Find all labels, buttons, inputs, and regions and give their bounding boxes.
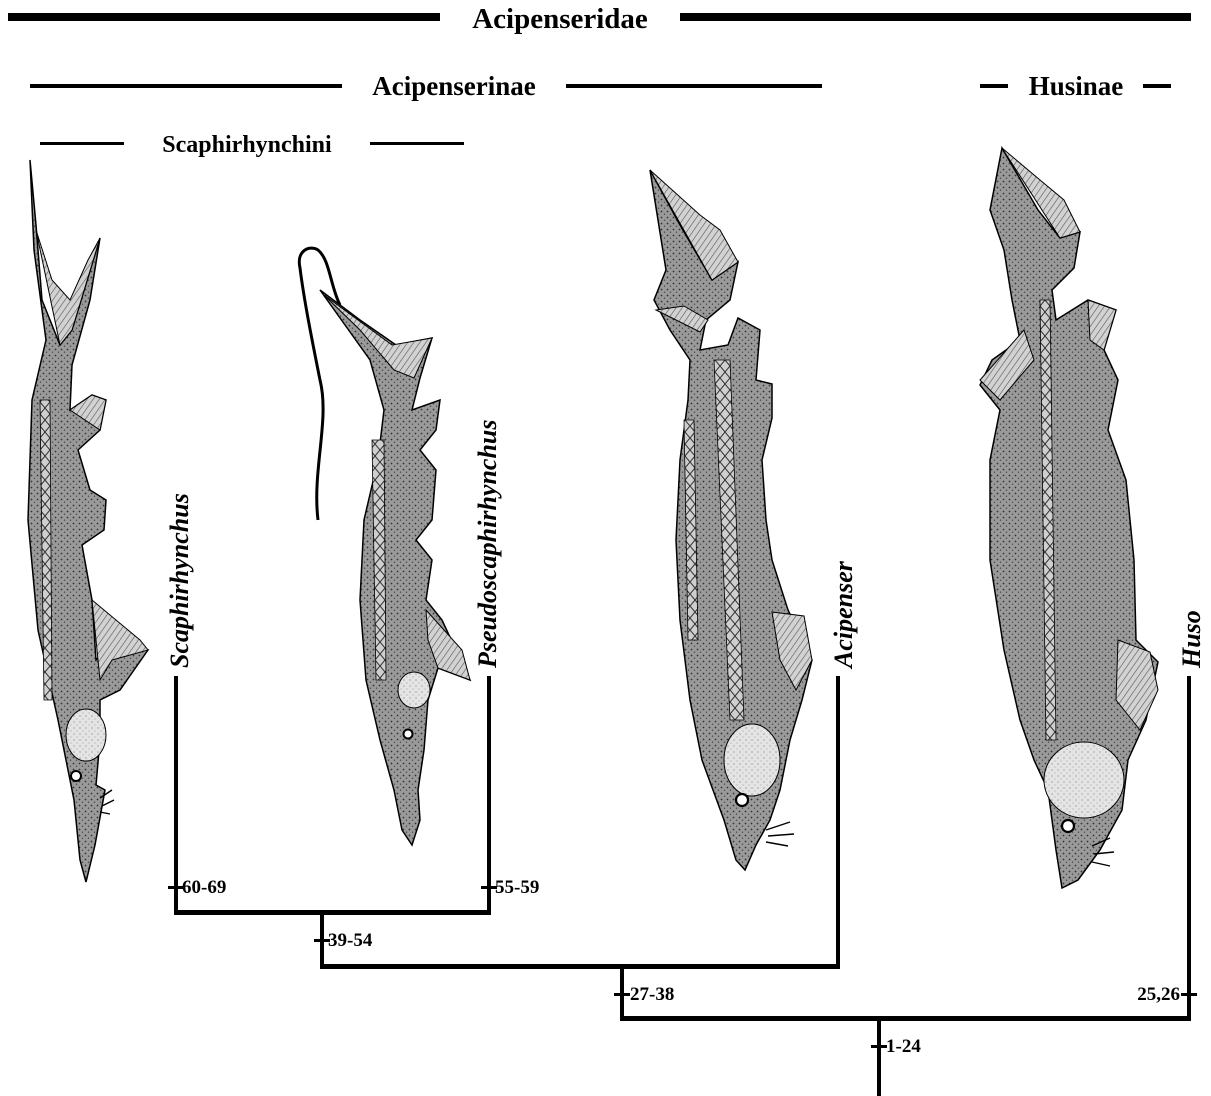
branch-scaphirhynchus — [174, 676, 178, 914]
pseudoscaphirhynchus-tail-filament — [299, 248, 340, 520]
huso-sturgeon-illustration — [980, 148, 1158, 888]
branch-root-join — [620, 1016, 1191, 1021]
pseudoscaphirhynchus-sturgeon-illustration — [299, 248, 470, 845]
subfamily-husinae-left-bar — [980, 84, 1008, 88]
genus-label-scaphirhynchus: Scaphirhynchus — [165, 493, 194, 668]
subfamily-husinae-right-bar — [1143, 84, 1171, 88]
branch-root-stem — [877, 1019, 881, 1096]
subfamily-acipenserinae-bracket: Acipenserinae — [30, 71, 822, 101]
scaphirhynchus-scutes — [40, 400, 52, 700]
node-label-25-26: 25,26 — [1137, 984, 1180, 1005]
node-label-39-54: 39-54 — [328, 930, 373, 951]
family-bracket-left-bar — [8, 13, 440, 21]
subfamily-acipenserinae-right-bar — [566, 84, 822, 88]
huso-eye — [1062, 820, 1074, 832]
acipenser-sturgeon-illustration — [650, 170, 812, 870]
node-label-55-59: 55-59 — [495, 877, 539, 898]
tribe-scaphirhynchini-bracket: Scaphirhynchini — [40, 132, 464, 158]
tribe-label: Scaphirhynchini — [162, 132, 332, 158]
genus-label-huso: Huso — [1177, 610, 1206, 669]
pseudoscaphirhynchus-eye — [404, 730, 413, 739]
subfamily-acipenserinae-label: Acipenserinae — [372, 71, 535, 101]
node-tick-27-38 — [614, 993, 630, 996]
genus-label-pseudoscaphirhynchus: Pseudoscaphirhynchus — [473, 420, 502, 670]
genus-label-acipenser: Acipenser — [829, 560, 858, 670]
subfamily-acipenserinae-left-bar — [30, 84, 342, 88]
node-tick-25-26 — [1181, 993, 1197, 996]
node-label-60-69: 60-69 — [182, 877, 226, 898]
branch-acipenserinae-join — [320, 964, 840, 969]
branch-huso — [1187, 676, 1191, 1019]
subfamily-husinae-label: Husinae — [1029, 71, 1124, 101]
scaphirhynchus-sturgeon-illustration — [28, 160, 148, 882]
node-tick-1-24 — [871, 1045, 887, 1048]
scaphirhynchus-head-plate — [66, 709, 106, 761]
family-bracket-right-bar — [680, 13, 1191, 21]
branch-pseudoscaphirhynchus — [487, 676, 491, 914]
branch-scaphirhynchini-join — [174, 910, 491, 915]
branch-acipenser — [836, 676, 840, 968]
acipenser-barbels — [766, 822, 794, 846]
tribe-right-bar — [370, 142, 464, 145]
acipenser-eye — [736, 794, 748, 806]
tribe-left-bar — [40, 142, 124, 145]
pseudoscaphirhynchus-body — [320, 290, 470, 845]
scaphirhynchus-eye — [71, 771, 81, 781]
family-label: Acipenseridae — [472, 3, 648, 35]
node-label-27-38: 27-38 — [630, 984, 674, 1005]
node-label-1-24: 1-24 — [886, 1036, 921, 1057]
family-bracket: Acipenseridae — [8, 3, 1191, 35]
huso-head-plate — [1044, 742, 1124, 818]
subfamily-husinae-bracket: Husinae — [980, 71, 1171, 101]
pseudoscaphirhynchus-head-plate — [398, 672, 430, 708]
acipenser-head-plate — [724, 724, 780, 796]
